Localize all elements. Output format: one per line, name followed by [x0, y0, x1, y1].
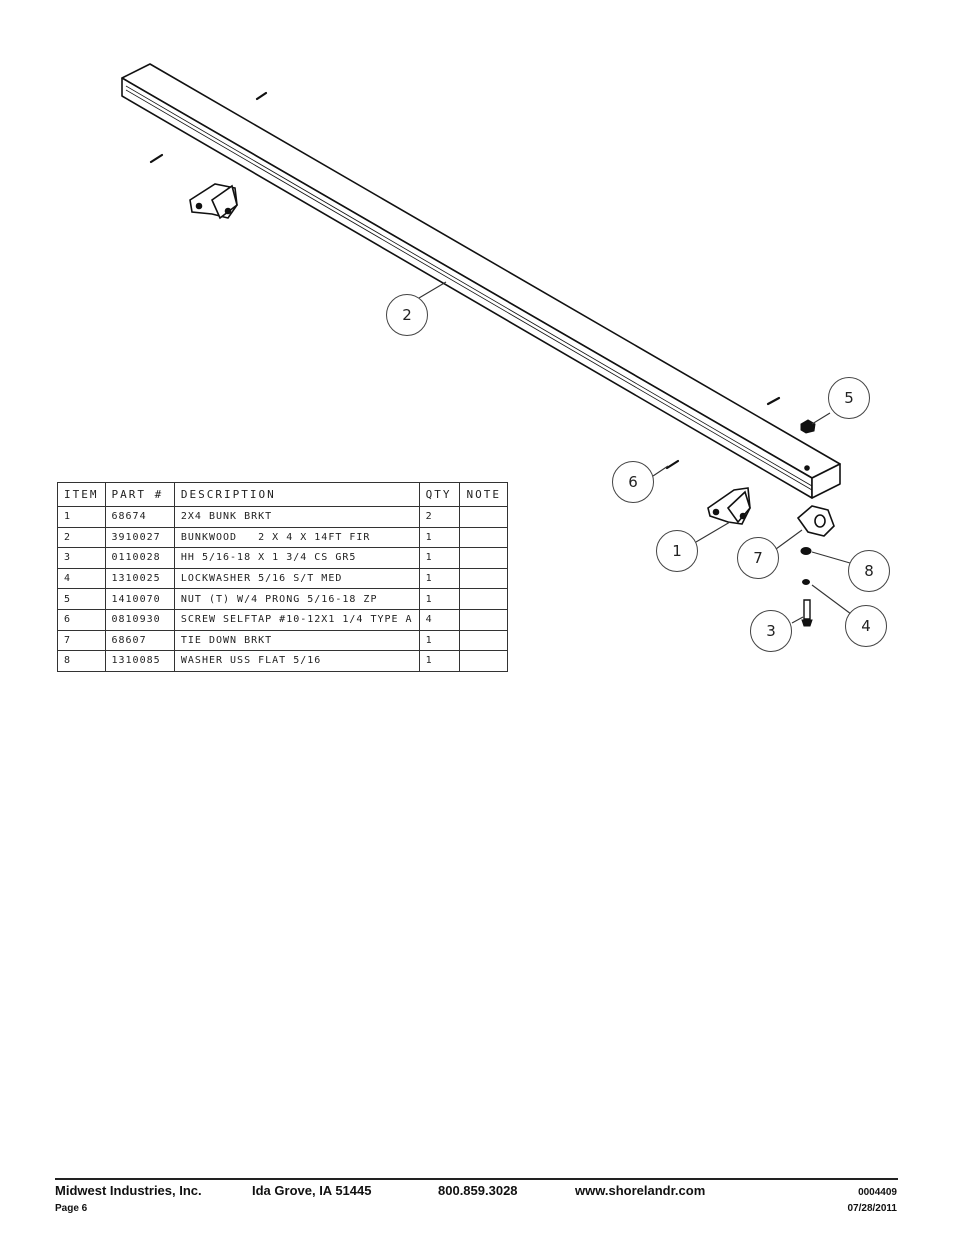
cell-note [459, 650, 508, 672]
footer-phone: 800.859.3028 [438, 1183, 518, 1198]
cell-item: 8 [57, 650, 106, 672]
callout-4 [845, 605, 887, 647]
callout-label-3: 3 [766, 622, 776, 640]
cell-qty: 2 [418, 506, 461, 528]
callout-7 [737, 537, 779, 579]
footer-website: www.shorelandr.com [575, 1183, 706, 1198]
callout-label-2: 2 [402, 306, 412, 324]
footer-page-number: Page 6 [55, 1203, 88, 1214]
cell-item: 3 [57, 547, 106, 569]
cell-note [459, 506, 508, 528]
table-header-row: ITEM PART # DESCRIPTION QTY NOTE [57, 482, 508, 507]
callout-2 [386, 294, 428, 336]
cell-note [459, 588, 508, 610]
cell-part-number: 68674 [104, 506, 175, 528]
cell-description: 2X4 BUNK BRKT [173, 506, 420, 528]
cell-qty: 1 [418, 567, 461, 590]
cell-description: BUNKWOOD 2 X 4 X 14FT FIR [173, 526, 420, 549]
footer-doc-number: 0004409 [858, 1187, 897, 1198]
cell-item: 2 [57, 526, 106, 549]
header-note: NOTE [459, 482, 508, 507]
callout-label-1: 1 [672, 542, 682, 560]
callout-1 [656, 530, 698, 572]
cell-part-number: 68607 [104, 629, 175, 652]
bunkwood-board [121, 63, 841, 499]
callout-label-5: 5 [844, 389, 854, 407]
callout-6 [612, 461, 654, 503]
cell-item: 6 [57, 608, 106, 631]
callout-3 [750, 610, 792, 652]
footer-divider [55, 1178, 898, 1180]
callout-label-7: 7 [753, 549, 763, 567]
cell-item: 5 [57, 588, 106, 610]
cell-description: LOCKWASHER 5/16 S/T MED [173, 567, 420, 590]
cell-note [459, 526, 508, 549]
cell-note [459, 567, 508, 590]
footer-location: Ida Grove, IA 51445 [252, 1183, 372, 1198]
cell-item: 7 [57, 629, 106, 652]
footer-date: 07/28/2011 [847, 1203, 898, 1214]
cell-note [459, 629, 508, 652]
cell-item: 4 [57, 567, 106, 590]
bunk-bracket-upper [189, 183, 238, 220]
callout-labels: 2 5 6 1 7 8 3 4 [402, 306, 874, 640]
cell-description: NUT (T) W/4 PRONG 5/16-18 ZP [173, 588, 420, 610]
callout-label-6: 6 [628, 473, 638, 491]
cell-note [459, 547, 508, 569]
cell-qty: 1 [418, 547, 461, 569]
callout-label-4: 4 [861, 617, 871, 635]
cell-qty: 4 [418, 608, 461, 631]
cell-part-number: 1310025 [104, 567, 175, 590]
cell-qty: 1 [418, 526, 461, 549]
cell-part-number: 3910027 [104, 526, 175, 549]
header-item: ITEM [57, 482, 106, 507]
exploded-parts-drawing: 2 5 6 1 7 8 3 4 [121, 63, 890, 652]
small-parts [800, 419, 816, 627]
callout-5 [828, 377, 870, 419]
header-description: DESCRIPTION [173, 482, 420, 507]
cell-qty: 1 [418, 588, 461, 610]
cell-description: TIE DOWN BRKT [173, 629, 420, 652]
cell-qty: 1 [418, 629, 461, 652]
cell-item: 1 [57, 506, 106, 528]
cell-qty: 1 [418, 650, 461, 672]
cell-part-number: 1310085 [104, 650, 175, 672]
cell-part-number: 1410070 [104, 588, 175, 610]
cell-part-number: 0810930 [104, 608, 175, 631]
callout-balloons [386, 294, 890, 652]
header-qty: QTY [418, 482, 461, 507]
leader-lines [418, 281, 852, 624]
footer-company: Midwest Industries, Inc. [55, 1183, 202, 1198]
callout-label-8: 8 [864, 562, 874, 580]
tie-down-bracket [796, 505, 835, 537]
cell-description: SCREW SELFTAP #10-12X1 1/4 TYPE A [173, 608, 420, 631]
bunk-bracket-lower [707, 487, 751, 525]
cell-description: HH 5/16-18 X 1 3/4 CS GR5 [173, 547, 420, 569]
cell-description: WASHER USS FLAT 5/16 [173, 650, 420, 672]
callout-8 [848, 550, 890, 592]
screw-parts [149, 91, 781, 470]
cell-note [459, 608, 508, 631]
header-part-number: PART # [104, 482, 175, 507]
cell-part-number: 0110028 [104, 547, 175, 569]
